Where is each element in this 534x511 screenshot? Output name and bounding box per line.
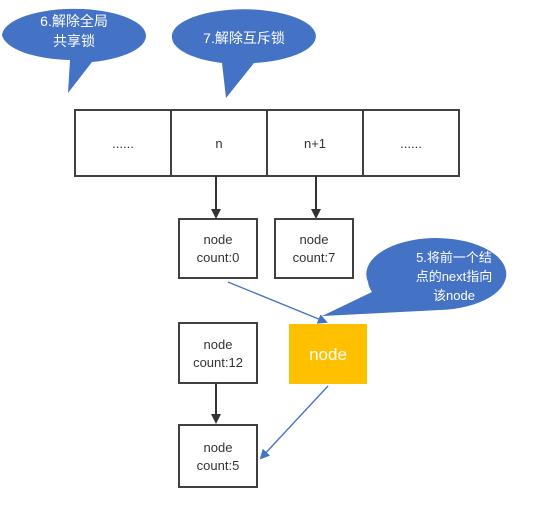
bucket-cell-ellipsis-right: [362, 109, 460, 177]
callout-unlock-mutex-shape: [171, 9, 316, 98]
bucket-label-ellipsis-left: ......: [112, 136, 134, 151]
node-count7-count: count:7: [293, 250, 336, 265]
callout-unlock-global-line2: 共享锁: [53, 33, 95, 49]
bucket-label-n: n: [215, 136, 222, 151]
bucket-label-n-plus-1: n+1: [304, 136, 326, 151]
callout-unlock-mutex-line1: 7.解除互斥锁: [203, 30, 285, 46]
node-count12: node count:12: [178, 322, 258, 384]
bucket-cell-n: [170, 109, 268, 177]
node-count0-title: node: [204, 232, 233, 247]
callout-unlock-global: 6.解除全局 共享锁: [2, 8, 146, 93]
callout-set-next-line3: 该node: [433, 288, 475, 303]
bucket-label-ellipsis-right: ......: [400, 136, 422, 151]
node-count0: node count:0: [178, 218, 258, 279]
callout-unlock-global-shape: [2, 8, 146, 93]
arrow-new-node-to-count5: [259, 385, 329, 460]
callout-set-next-line1: 5.将前一个结: [416, 250, 492, 265]
node-count5-box: [178, 424, 258, 488]
node-count5-count: count:5: [197, 458, 240, 473]
node-count0-count: count:0: [197, 250, 240, 265]
node-count12-box: [178, 322, 258, 384]
arrow-count0-to-new-node: [227, 281, 328, 324]
new-node-label: node: [309, 345, 347, 364]
node-count5-title: node: [204, 440, 233, 455]
node-count7: node count:7: [274, 218, 354, 279]
node-count0-box: [178, 218, 258, 279]
node-count7-title: node: [300, 232, 329, 247]
node-count7-box: [274, 218, 354, 279]
node-count12-count: count:12: [193, 355, 243, 370]
new-node-box: [289, 324, 367, 384]
callout-set-next-line2: 点的next指向: [416, 269, 493, 284]
node-count12-title: node: [204, 337, 233, 352]
node-count5: node count:5: [178, 424, 258, 488]
callout-unlock-global-line1: 6.解除全局: [40, 13, 108, 29]
callout-unlock-mutex: 7.解除互斥锁: [171, 9, 316, 98]
new-node: node: [289, 324, 367, 384]
bucket-row: ...... n n+1 ......: [74, 109, 460, 177]
callout-set-next-shape: [322, 238, 507, 316]
callout-set-next: 5.将前一个结 点的next指向 该node: [322, 238, 507, 316]
